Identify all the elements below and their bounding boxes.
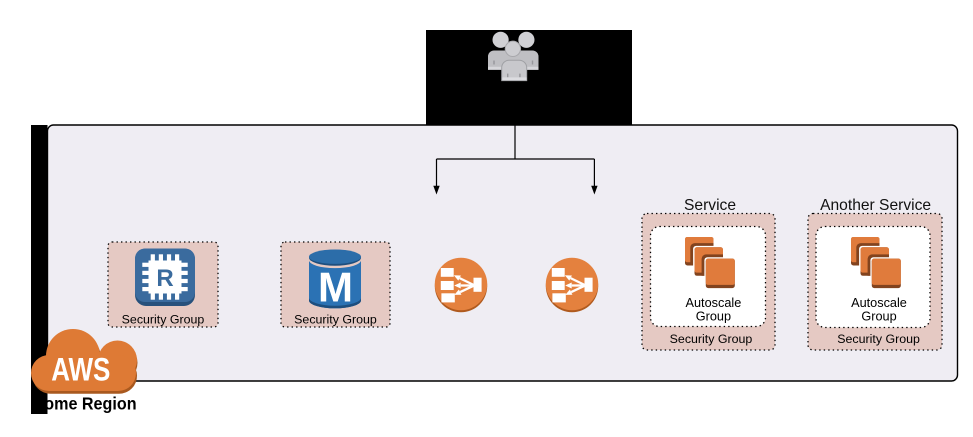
svg-text:Service: Service	[684, 197, 736, 214]
svg-text:Autoscale: Autoscale	[851, 296, 907, 310]
svg-text:Autoscale: Autoscale	[686, 296, 742, 310]
svg-text:M: M	[318, 264, 353, 311]
svg-text:Security Group: Security Group	[837, 332, 920, 346]
svg-text:Group: Group	[861, 310, 896, 324]
svg-text:Another Service: Another Service	[820, 197, 931, 214]
svg-text:AWS: AWS	[51, 352, 110, 388]
svg-text:Security Group: Security Group	[122, 313, 205, 327]
svg-text:R: R	[156, 265, 173, 292]
svg-text:Home Region: Home Region	[33, 394, 137, 414]
svg-text:Security Group: Security Group	[670, 332, 753, 346]
svg-text:Security Group: Security Group	[294, 313, 377, 327]
svg-text:Group: Group	[696, 310, 731, 324]
